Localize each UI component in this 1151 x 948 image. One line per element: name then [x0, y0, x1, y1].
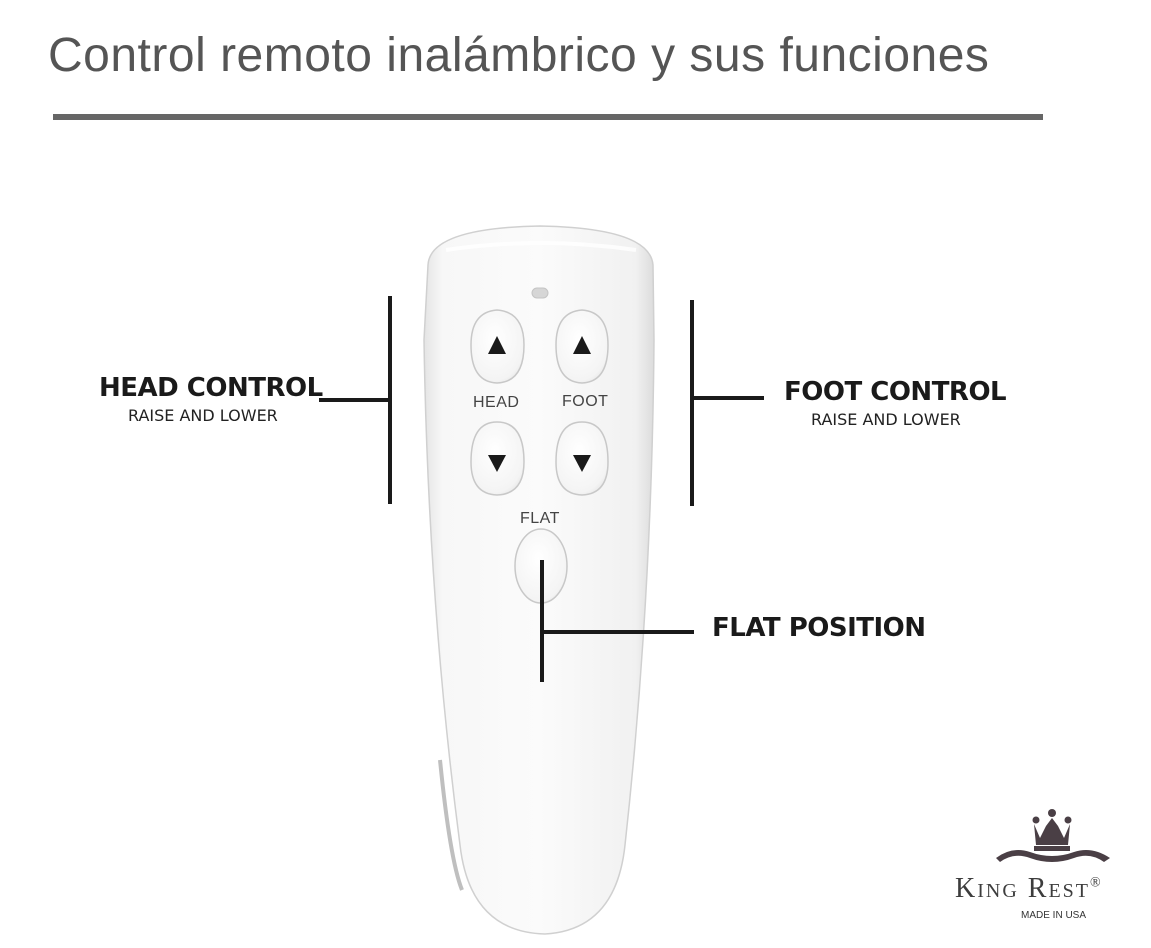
arrow-down-icon — [488, 455, 506, 472]
arrow-down-icon — [573, 455, 591, 472]
head-down-button[interactable] — [470, 421, 525, 496]
head-control-subtitle: RAISE AND LOWER — [128, 406, 278, 425]
king-rest-crown-logo — [996, 809, 1110, 862]
brand-tagline: MADE IN USA — [1021, 910, 1087, 921]
head-button-label: HEAD — [473, 394, 520, 411]
foot-callout-bracket — [690, 300, 764, 506]
foot-up-button[interactable] — [555, 309, 609, 384]
head-callout-bracket — [319, 296, 392, 504]
page-title: Control remoto inalámbrico y sus funcion… — [48, 29, 990, 82]
foot-button-label: FOOT — [562, 393, 609, 410]
registered-mark: ® — [1090, 875, 1101, 891]
flat-position-title: FLAT POSITION — [712, 613, 926, 643]
led-indicator — [531, 287, 549, 299]
flat-button-label: FLAT — [520, 510, 560, 527]
foot-down-button[interactable] — [555, 421, 609, 496]
brand-name-text: King Rest — [955, 873, 1090, 904]
flat-callout-bracket — [540, 560, 694, 682]
head-control-title: HEAD CONTROL — [99, 373, 323, 403]
head-up-button[interactable] — [470, 309, 525, 384]
foot-control-subtitle: RAISE AND LOWER — [811, 410, 961, 429]
foot-control-title: FOOT CONTROL — [784, 377, 1007, 407]
brand-name: King Rest® — [955, 873, 1101, 905]
title-divider — [53, 114, 1043, 120]
arrow-up-icon — [488, 336, 506, 354]
arrow-up-icon — [573, 336, 591, 354]
